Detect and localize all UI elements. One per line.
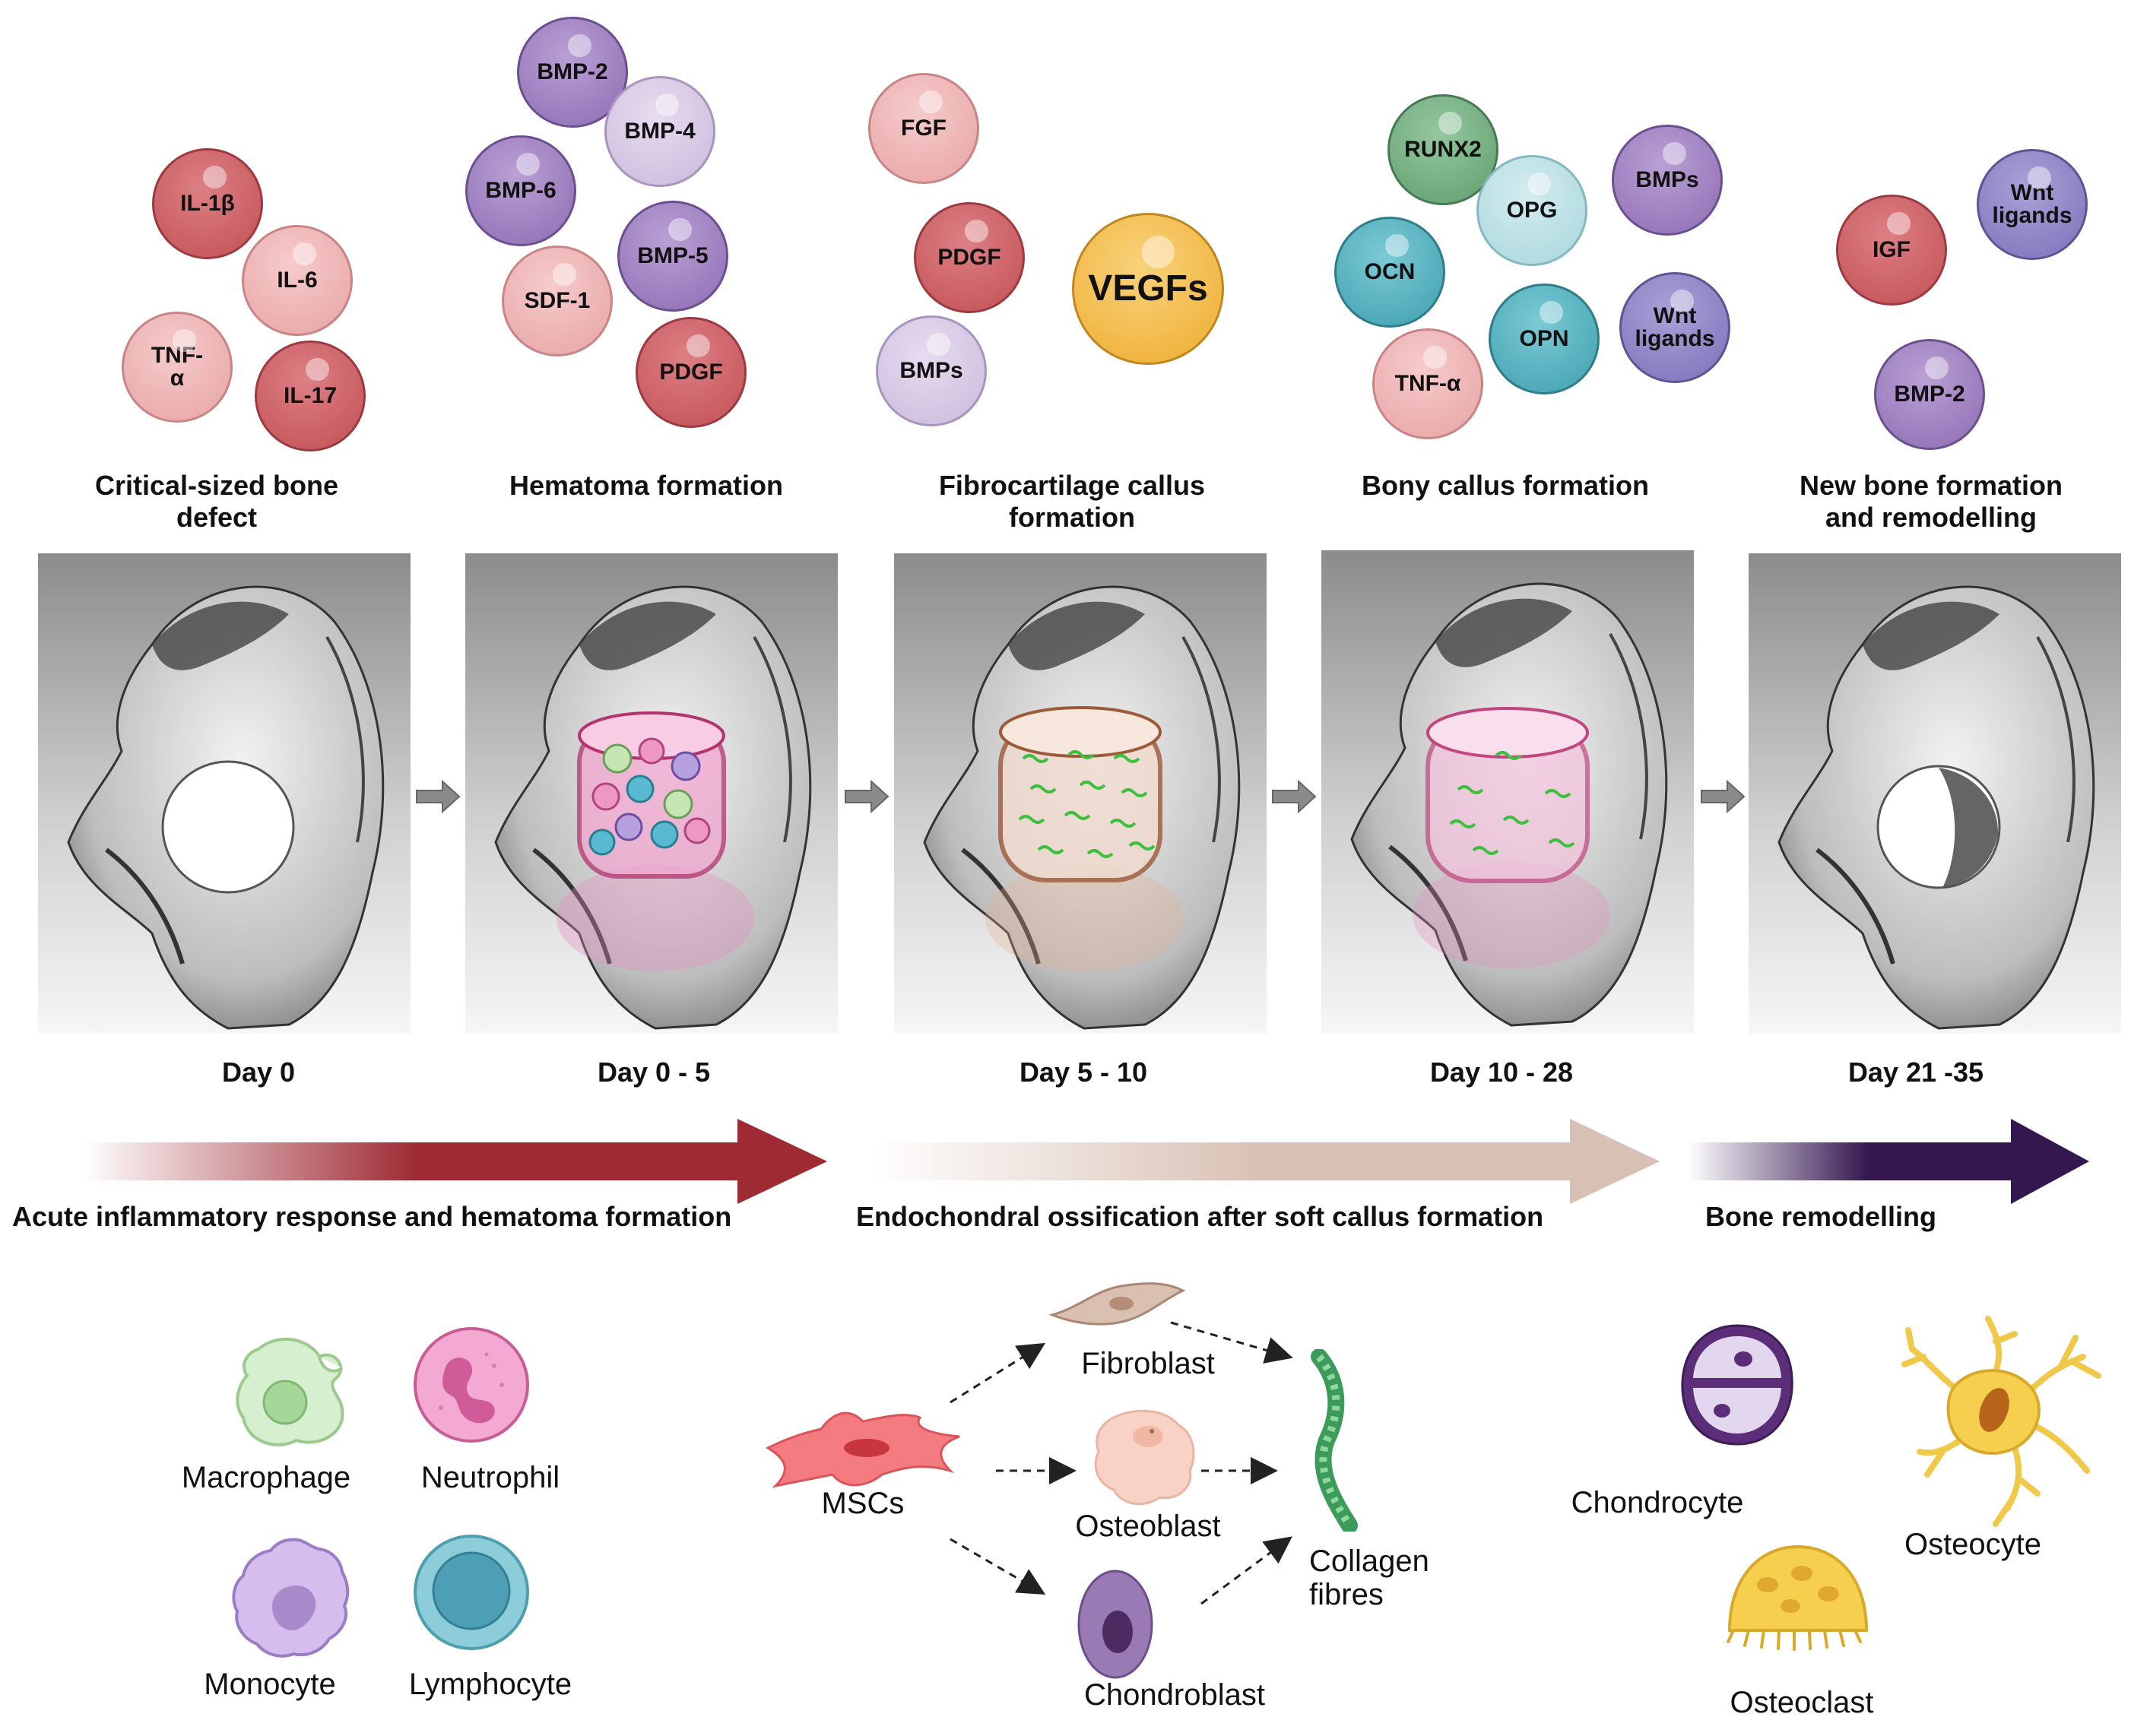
macrophage-label: Macrophage [181,1461,351,1494]
factor-ocn: OCN [1334,217,1445,328]
monocyte-label: Monocyte [204,1668,336,1701]
factor-il17: IL-17 [255,341,366,451]
osteocyte-label: Osteocyte [1904,1528,2042,1561]
stage-title-2: Hematoma formation [509,470,784,501]
phase-label-inflammation: Acute inflammatory response and hematoma… [12,1201,732,1232]
factor-bmp4: BMP-4 [604,76,715,187]
skull-panel-5 [1749,553,2121,1034]
lineage-arrows [950,1321,1293,1605]
fibroblast-icon [1049,1282,1186,1326]
collagen-fibre-icon [1311,1349,1358,1532]
collagen-fibres-label: Collagen fibres [1309,1544,1429,1611]
factor-il1b: IL-1β [152,148,263,259]
skull-panel-2 [465,553,838,1034]
factor-igf: IGF [1836,195,1947,306]
factor-pdgf: PDGF [636,317,747,428]
osteoblast-icon [1094,1409,1195,1506]
phase-label-ossification: Endochondral ossification after soft cal… [856,1201,1544,1232]
fibroblast-label: Fibroblast [1081,1347,1215,1380]
phase-arrow-ossification [870,1119,1660,1204]
osteoclast-label: Osteoclast [1730,1686,1874,1719]
phase-label-remodelling: Bone remodelling [1705,1201,1937,1232]
factor-bmp2: BMP-2 [517,17,628,128]
factor-sdf1: SDF-1 [502,246,613,356]
factor-runx2: RUNX2 [1387,94,1498,205]
factor-tnfa: TNF- α [122,312,233,423]
msc-icon [765,1411,960,1488]
factor-bmp6: BMP-6 [465,135,576,246]
factor-wnt-ligands: Wnt ligands [1619,272,1730,383]
stage-title-4: Bony callus formation [1361,470,1650,501]
chondrocyte-label: Chondrocyte [1571,1486,1744,1519]
day-label-5: Day 21 -35 [1847,1056,1984,1088]
skull-panel-1 [38,553,411,1034]
macrophage-icon [236,1337,344,1446]
factor-tnfa-2: TNF-α [1372,328,1483,439]
factor-bmp5: BMP-5 [617,201,728,312]
phase-arrow-inflammation [84,1119,827,1204]
skull-panel-3 [894,553,1267,1034]
stage-arrow-2 [845,780,890,813]
neutrophil-icon [414,1327,529,1443]
factor-bmps: BMPs [876,315,987,426]
factor-fgf: FGF [868,73,979,184]
collagen-squiggles [1018,750,1156,858]
factor-opn: OPN [1489,284,1600,394]
msc-label: MSCs [821,1487,905,1520]
factor-il6: IL-6 [242,225,353,336]
stage-arrow-3 [1272,780,1317,813]
osteoblast-label: Osteoblast [1075,1509,1221,1543]
chondroblast-label: Chondroblast [1084,1678,1265,1712]
phase-arrow-remodelling [1688,1119,2089,1204]
chondroblast-icon [1077,1570,1153,1679]
factor-bmp2-2: BMP-2 [1874,339,1985,450]
monocyte-icon [232,1538,350,1658]
stage-arrow-1 [416,780,461,813]
day-label-4: Day 10 - 28 [1429,1056,1574,1088]
stage-title-5: New bone formation and remodelling [1799,470,2063,533]
neutrophil-label: Neutrophil [420,1461,560,1494]
osteocyte-icon [1901,1316,2101,1527]
factor-bmps-2: BMPs [1612,125,1723,236]
factor-opg: OPG [1476,155,1587,266]
factor-wnt-ligands-2: Wnt ligands [1977,149,2088,260]
stage-title-3: Fibrocartilage callus formation [938,470,1206,533]
chondrocyte-icon [1681,1324,1793,1446]
collagen-squiggles-2 [1449,751,1575,855]
factor-vegfs: VEGFs [1072,213,1224,365]
lymphocyte-label: Lymphocyte [408,1668,572,1701]
stage-title-1: Critical-sized bone defect [94,470,339,533]
osteoclast-icon [1727,1544,1869,1651]
lymphocyte-icon [414,1535,529,1650]
day-label-2: Day 0 - 5 [597,1056,711,1088]
day-label-1: Day 0 [221,1056,296,1088]
stage-arrow-4 [1701,780,1746,813]
hematoma-cells [588,737,711,856]
skull-panel-4 [1321,550,1694,1034]
factor-pdgf-2: PDGF [914,202,1025,313]
day-label-3: Day 5 - 10 [1019,1056,1148,1088]
